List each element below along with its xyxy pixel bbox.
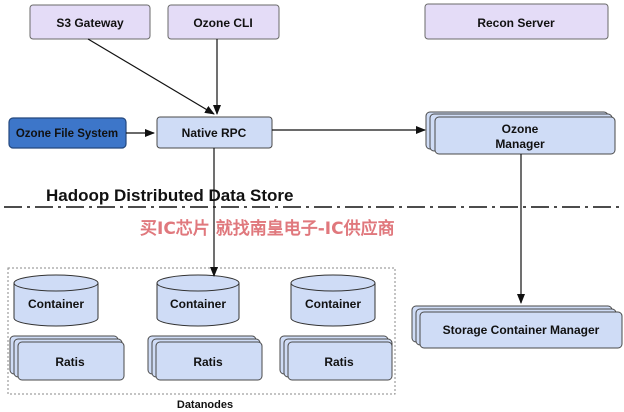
ratis-label-3: Ratis [324,355,354,369]
container-cylinder-3: Container [290,274,376,327]
container-label-1: Container [28,297,84,311]
scm-label: Storage Container Manager [443,323,600,337]
hdds-title: Hadoop Distributed Data Store [46,186,293,205]
datanode-2: Container Ratis [147,274,263,381]
native-rpc-node: Native RPC [156,116,273,149]
datanodes-group-border [7,267,396,395]
container-cylinder-2: Container [156,274,240,327]
ratis-stack-1: Ratis [9,335,125,381]
recon-server-label: Recon Server [477,16,555,30]
recon-server-node: Recon Server [424,3,609,40]
watermark-text: 买IC芯片 就找南皇电子-IC供应商 [140,218,395,239]
ozone-file-system-label: Ozone File System [16,128,118,140]
container-cylinder-1: Container [13,274,99,327]
datanode-3: Container Ratis [279,274,393,381]
ozone-manager-label-line1: Ozone [502,122,539,136]
ozone-cli-label: Ozone CLI [193,16,252,30]
ozone-cli-node: Ozone CLI [167,4,280,40]
container-label-2: Container [170,297,226,311]
datanode-1: Container Ratis [9,274,125,381]
container-label-3: Container [305,297,361,311]
datanodes-label: Datanodes [177,399,233,411]
s3-gateway-node: S3 Gateway [29,4,151,40]
storage-container-manager-stack: Storage Container Manager [411,305,623,349]
s3-gateway-label: S3 Gateway [56,16,124,30]
ozone-file-system-node: Ozone File System [8,117,127,149]
ratis-stack-3: Ratis [279,335,393,381]
ozone-manager-label-line2: Manager [495,137,545,151]
ratis-label-1: Ratis [55,355,85,369]
ratis-label-2: Ratis [193,355,223,369]
native-rpc-label: Native RPC [182,126,247,140]
arrow-s3-to-rpc [87,38,215,115]
ozone-manager-stack: Ozone Manager [425,111,616,155]
ratis-stack-2: Ratis [147,335,263,381]
